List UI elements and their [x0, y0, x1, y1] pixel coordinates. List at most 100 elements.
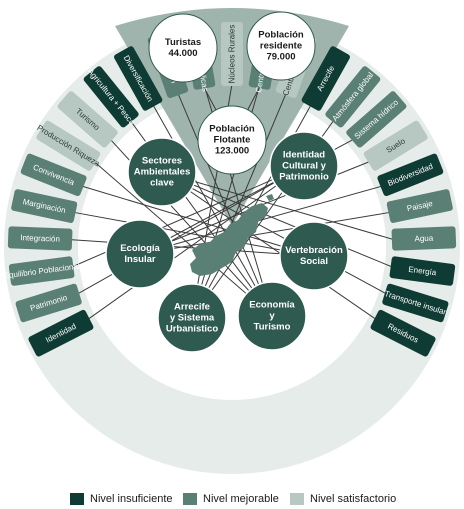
node-label: Ambientales	[134, 167, 191, 178]
node-label: Sectores	[142, 156, 182, 167]
lanzarote-island-shape	[190, 203, 268, 276]
spoke-bar-nucleos-rurales	[221, 22, 243, 86]
node-label: Ecología	[120, 243, 160, 254]
node-circle	[127, 137, 197, 207]
spoke-bar-produccion-riqueza	[36, 120, 101, 171]
spoke-bar-turismo	[57, 91, 118, 148]
spoke-nucleos-rurales: Núcleos Rurales	[221, 22, 243, 86]
node-label: Insular	[124, 254, 155, 265]
population-circle	[197, 105, 267, 175]
population-value: 79.000	[266, 52, 295, 63]
population-label: Población	[209, 124, 255, 135]
spoke-bar-sistema-hidrico	[346, 91, 407, 148]
connector-line	[139, 185, 383, 255]
population-circle	[148, 13, 218, 83]
spoke-bar-paisaje	[386, 189, 453, 223]
legend-item-mejorable: Nivel mejorable	[183, 492, 279, 506]
spoke-equilibrio-poblacional: Equilibrio Poblacional	[3, 256, 80, 286]
spoke-bar-convivencia	[20, 153, 87, 197]
node-label: Arrecife	[174, 302, 210, 313]
node-label: Identidad	[283, 150, 325, 161]
legend-label: Nivel mejorable	[203, 493, 279, 505]
population-value: 44.000	[168, 48, 197, 59]
connector-line	[81, 185, 315, 257]
spoke-bar-integracion	[7, 226, 73, 251]
node-circle	[105, 219, 175, 289]
spoke-label: Integración	[20, 233, 60, 244]
spoke-bar-identidad	[28, 309, 94, 357]
connector-line	[161, 171, 393, 268]
legend-swatch-mejorable	[183, 493, 197, 505]
node-label: Turismo	[254, 322, 291, 333]
spoke-arrecife: Arrecife	[301, 46, 350, 111]
connector-line	[161, 171, 395, 241]
legend: Nivel insuficiente Nivel mejorable Nivel…	[0, 490, 464, 509]
node-circle	[157, 283, 227, 353]
node-label: Urbanístico	[166, 324, 218, 335]
connector-line	[161, 171, 377, 320]
spoke-suelo: Suelo	[363, 120, 428, 171]
spoke-bar-diversificacion	[114, 46, 163, 111]
spoke-bar-suelo	[363, 120, 428, 171]
spoke-marginacion: Marginación	[11, 189, 78, 223]
island-map	[190, 194, 274, 276]
population-value: 123.000	[215, 146, 249, 157]
spoke-paisaje: Paisaje	[386, 189, 453, 223]
la-graciosa-shape	[266, 194, 274, 201]
population-circle	[246, 11, 316, 81]
spoke-bar-agua	[391, 226, 457, 251]
connector-line	[93, 160, 273, 317]
spoke-bar-transporte-insular	[382, 283, 449, 323]
legend-swatch-satisfactorio	[290, 493, 304, 505]
connector-line	[87, 165, 305, 320]
spoke-bar-agricultura-pesca	[83, 66, 139, 128]
node-circle	[269, 131, 339, 201]
population-label: Turistas	[165, 37, 201, 48]
spoke-agua: Agua	[391, 226, 457, 251]
spoke-identidad: Identidad	[28, 309, 94, 357]
node-circle	[237, 281, 307, 351]
connector-line	[177, 93, 273, 317]
spoke-bar-biodiversidad	[377, 153, 444, 197]
connector-line	[73, 211, 315, 257]
population-label: Flotante	[214, 135, 251, 146]
spoke-bar-residuos	[370, 309, 436, 357]
spoke-bar-equilibrio-poblacional	[8, 256, 75, 286]
node-label: Social	[300, 256, 328, 267]
node-label: y	[269, 311, 275, 322]
node-label: y Sistema	[170, 313, 215, 324]
connector-line	[161, 171, 387, 295]
population-label: Población	[258, 30, 304, 41]
spoke-residuos: Residuos	[370, 309, 436, 357]
legend-label: Nivel insuficiente	[90, 493, 173, 505]
spoke-bar-energia	[389, 256, 456, 286]
legend-label: Nivel satisfactorio	[310, 493, 397, 505]
population-circles: Turistas44.000Poblaciónresidente79.000Po…	[148, 11, 316, 175]
legend-item-satisfactorio: Nivel satisfactorio	[290, 492, 396, 506]
node-label: clave	[150, 178, 174, 189]
node-label: Economía	[249, 300, 295, 311]
legend-swatch-insuficiente	[70, 493, 84, 505]
spoke-bar-marginacion	[11, 189, 78, 223]
node-label: Vertebración	[285, 245, 343, 256]
node-circle	[279, 221, 349, 291]
spoke-integracion: Integración	[7, 226, 73, 251]
spoke-energia: Energía	[389, 256, 456, 286]
legend-item-insuficiente: Nivel insuficiente	[70, 492, 173, 506]
population-label: residente	[260, 41, 302, 52]
spoke-label: Energía	[408, 265, 438, 278]
connector-line	[191, 93, 287, 319]
spoke-bar-atmosfera-global	[325, 66, 381, 128]
spoke-bar-patrimonio	[15, 283, 82, 323]
node-label: Cultural y	[282, 161, 327, 172]
node-label: Patrimonio	[279, 172, 329, 183]
